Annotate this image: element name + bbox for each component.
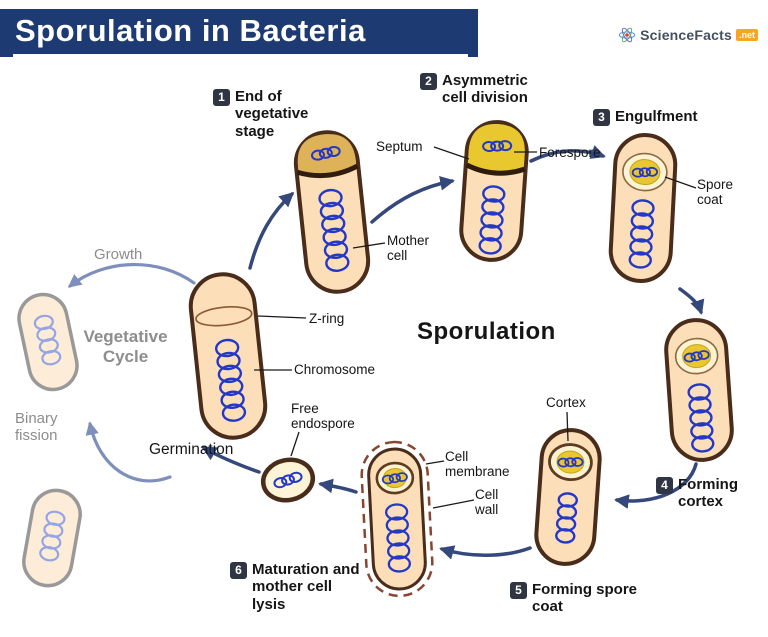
stage6-cell (360, 440, 434, 598)
stage-label-6: 6 Maturation and mother cell lysis (230, 561, 360, 613)
stage-6-text: Maturation and mother cell lysis (252, 561, 360, 613)
logo-tld-badge: .net (735, 29, 758, 41)
stage-label-3: 3 Engulfment (593, 108, 743, 126)
stage-2-text: Asymmetric cell division (442, 72, 528, 107)
mother-cell (188, 272, 268, 440)
stage3-cell (608, 133, 678, 283)
annotation-septum: Septum (376, 139, 423, 154)
arrow-stage5-to-stage6 (439, 545, 532, 560)
pointer-z-ring (257, 315, 307, 319)
forespore (467, 124, 525, 174)
binary-fission-label: Binary fission (15, 410, 58, 444)
condensing-cap (297, 134, 357, 177)
stage-6-badge: 6 (230, 562, 247, 579)
logo-brand-text: ScienceFacts (640, 27, 732, 43)
pointer-cell-wall (432, 499, 475, 509)
arrow-growth (67, 263, 196, 288)
annotation-cortex: Cortex (546, 395, 586, 410)
page-title: Sporulation in Bacteria (13, 9, 468, 57)
annotation-spore-coat: Spore coat (697, 177, 734, 208)
arrow-binary-fission (85, 421, 172, 483)
septum (465, 162, 526, 176)
arrow-stage1-to-stage2 (370, 176, 455, 224)
arrow-germination (201, 446, 261, 474)
forespore (556, 450, 585, 474)
annotation-z-ring: Z-ring (309, 311, 345, 326)
stage5-cell (534, 428, 602, 566)
sporulation-center-label: Sporulation (417, 318, 556, 345)
stage-2-badge: 2 (420, 73, 437, 90)
stage-4-text: Forming cortex (678, 476, 738, 511)
arrow-to-stage1 (248, 192, 295, 270)
annotation-cell-wall: Cell wall (475, 487, 499, 518)
pointer-cortex (566, 411, 569, 442)
stage-label-4: 4 Forming cortex (656, 476, 751, 511)
arrow-stage6-to-endospore (318, 478, 358, 494)
stage4-cell (664, 318, 734, 462)
vegetative-cycle-title: Vegetative Cycle (83, 327, 168, 367)
arrow-stage2-to-stage3 (529, 145, 606, 163)
vegetative-cell-bottom (22, 488, 82, 588)
arrow-stage3-to-stage4 (678, 287, 705, 315)
annotation-chromosome: Chromosome (294, 362, 376, 377)
sciencefacts-logo[interactable]: ScienceFacts .net (618, 26, 758, 44)
stage-1-badge: 1 (213, 89, 230, 106)
pointer-mother-cell (352, 242, 386, 249)
stage-label-5: 5 Forming spore coat (510, 581, 650, 616)
title-banner: Sporulation in Bacteria (0, 9, 478, 57)
vegetative-cell-top (17, 292, 79, 392)
stage-1-text: End of vegetative stage (235, 88, 309, 140)
stage-5-text: Forming spore coat (532, 581, 638, 616)
annotation-mother-cell: Mother cell (387, 233, 430, 264)
vegetative-arrows (67, 263, 196, 483)
free-endospore-cell (260, 457, 316, 503)
atom-icon (618, 27, 636, 43)
pointer-septum (433, 146, 470, 160)
lysing-cell-wall (360, 440, 434, 598)
pointer-lines (254, 146, 697, 509)
annotation-germination: Germination (149, 441, 234, 458)
engulfed-forespore (629, 159, 661, 186)
growth-label: Growth (94, 246, 143, 263)
annotation-forespore: Forespore (539, 145, 601, 160)
pointer-spore-coat (664, 176, 697, 189)
stage-label-1: 1 End of vegetative stage (213, 88, 325, 140)
pointer-cell-membrane (425, 460, 445, 465)
stage2-cell (459, 120, 529, 262)
forming-septum (296, 163, 359, 179)
stage-3-badge: 3 (593, 109, 610, 126)
annotation-cell-membrane: Cell membrane (445, 449, 510, 480)
stage-4-badge: 4 (656, 477, 673, 494)
stage-label-2: 2 Asymmetric cell division (420, 72, 550, 107)
stage-3-text: Engulfment (615, 108, 698, 125)
pointer-free-endospore (290, 431, 300, 457)
stage-5-badge: 5 (510, 582, 527, 599)
stage1-cell (293, 130, 371, 294)
annotation-free-endospore: Free endospore (291, 401, 355, 432)
z-ring (195, 306, 253, 327)
